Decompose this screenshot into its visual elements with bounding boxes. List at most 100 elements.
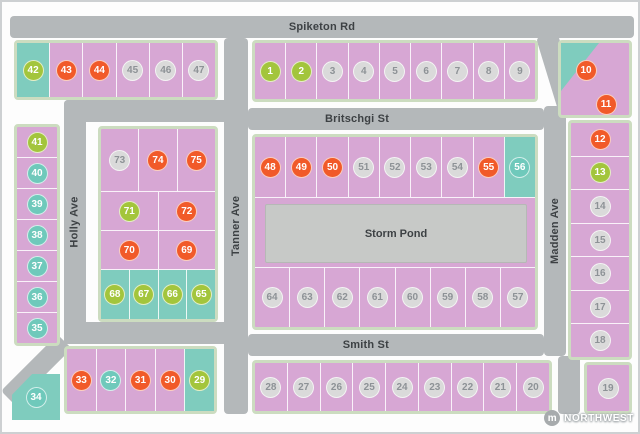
- lot-5: 5: [378, 43, 410, 99]
- lot-50: 50: [316, 137, 347, 197]
- lot-71: 71: [101, 192, 158, 230]
- lot-14: 14: [571, 189, 629, 223]
- lot-number-badge-31: 31: [129, 369, 151, 391]
- lot-number-badge-42: 42: [22, 59, 44, 81]
- lot-number-badge-15: 15: [589, 229, 611, 251]
- lot-30: 30: [154, 349, 185, 411]
- lot-number-badge-17: 17: [589, 296, 611, 318]
- block-north-east: 10 11: [558, 40, 632, 118]
- road-smith: Smith St: [248, 334, 544, 356]
- lot-54: 54: [441, 137, 472, 197]
- lot-4: 4: [347, 43, 379, 99]
- street-label-britschgi: Britschgi St: [324, 113, 390, 125]
- lot-33: 33: [67, 349, 96, 411]
- lot-number-badge-45: 45: [122, 59, 144, 81]
- lot-number-badge-13: 13: [589, 162, 611, 184]
- lot-number-badge-24: 24: [391, 376, 413, 398]
- lot-number-badge-61: 61: [366, 287, 388, 308]
- lot-number-badge-20: 20: [522, 376, 544, 398]
- lot-9: 9: [503, 43, 535, 99]
- lot-number-badge-2: 2: [290, 60, 312, 82]
- lot-42: 42: [17, 43, 50, 97]
- lot-38: 38: [17, 219, 57, 250]
- lot-number-badge-9: 9: [509, 60, 531, 82]
- lot-61: 61: [359, 268, 394, 327]
- lot-number-badge-48: 48: [259, 156, 281, 178]
- lot-65: 65: [186, 270, 215, 319]
- lot-73: 73: [101, 129, 138, 191]
- lot-31: 31: [125, 349, 155, 411]
- lot-6: 6: [410, 43, 441, 99]
- lot-25: 25: [352, 363, 385, 411]
- lot-74: 74: [138, 129, 176, 191]
- lot-number-badge-32: 32: [100, 369, 122, 391]
- lot-number-badge-26: 26: [325, 376, 347, 398]
- street-label-madden: Madden Ave: [549, 198, 562, 264]
- lot-row-70-69: 70 69: [101, 230, 215, 269]
- lot-2: 2: [285, 43, 316, 99]
- lot-number-badge-71: 71: [118, 200, 140, 222]
- lot-62: 62: [324, 268, 359, 327]
- lot-67: 67: [128, 270, 158, 319]
- lot-number-badge-59: 59: [437, 287, 459, 308]
- lot-number-badge-10: 10: [575, 59, 597, 81]
- lot-number-badge-39: 39: [26, 193, 48, 215]
- road-spiketon: Spiketon Rd: [10, 16, 634, 38]
- lot-1: 1: [255, 43, 285, 99]
- lot-23: 23: [417, 363, 451, 411]
- lot-number-badge-63: 63: [296, 287, 318, 308]
- lot-number-badge-5: 5: [384, 60, 406, 82]
- lot-number-badge-64: 64: [261, 287, 283, 308]
- lot-number-badge-28: 28: [260, 376, 282, 398]
- lot-48: 48: [255, 137, 285, 197]
- lot-18: 18: [571, 323, 629, 357]
- lot-number-badge-70: 70: [118, 239, 140, 261]
- lot-number-badge-60: 60: [402, 287, 424, 308]
- lot-number-badge-11: 11: [595, 93, 617, 115]
- road-segment-northwest: [64, 100, 248, 122]
- street-label-spiketon: Spiketon Rd: [288, 21, 356, 33]
- lot-number-badge-18: 18: [589, 330, 611, 352]
- lot-number-badge-25: 25: [358, 376, 380, 398]
- lot-60: 60: [394, 268, 430, 327]
- lot-number-badge-56: 56: [509, 156, 531, 178]
- parcel-lot-19: 19: [584, 362, 632, 414]
- lot-36: 36: [17, 281, 57, 312]
- lot-22: 22: [450, 363, 484, 411]
- lot-59: 59: [429, 268, 465, 327]
- lot-number-badge-7: 7: [446, 60, 468, 82]
- lot-number-badge-44: 44: [88, 59, 110, 81]
- lot-number-badge-1: 1: [259, 60, 281, 82]
- street-label-holly: Holly Ave: [69, 196, 81, 248]
- storm-pond-label: Storm Pond: [364, 227, 428, 240]
- lot-37: 37: [17, 250, 57, 281]
- road-tanner: Tanner Ave: [224, 38, 248, 414]
- parcel-lot-34: 34: [12, 374, 60, 420]
- lot-number-badge-62: 62: [331, 287, 353, 308]
- lot-69: 69: [157, 231, 216, 269]
- lot-number-badge-57: 57: [507, 287, 529, 308]
- lot-number-badge-43: 43: [55, 59, 77, 81]
- lot-number-badge-27: 27: [293, 376, 315, 398]
- lot-41: 41: [17, 127, 57, 157]
- road-segment-madden-south: [558, 356, 580, 414]
- watermark: m NORTHWEST: [544, 410, 634, 426]
- lot-64: 64: [255, 268, 289, 327]
- lot-75: 75: [176, 129, 215, 191]
- lot-57: 57: [499, 268, 535, 327]
- street-label-smith: Smith St: [342, 339, 389, 351]
- lot-26: 26: [319, 363, 353, 411]
- lot-12: 12: [571, 123, 629, 156]
- lot-number-badge-8: 8: [478, 60, 500, 82]
- lot-7: 7: [441, 43, 472, 99]
